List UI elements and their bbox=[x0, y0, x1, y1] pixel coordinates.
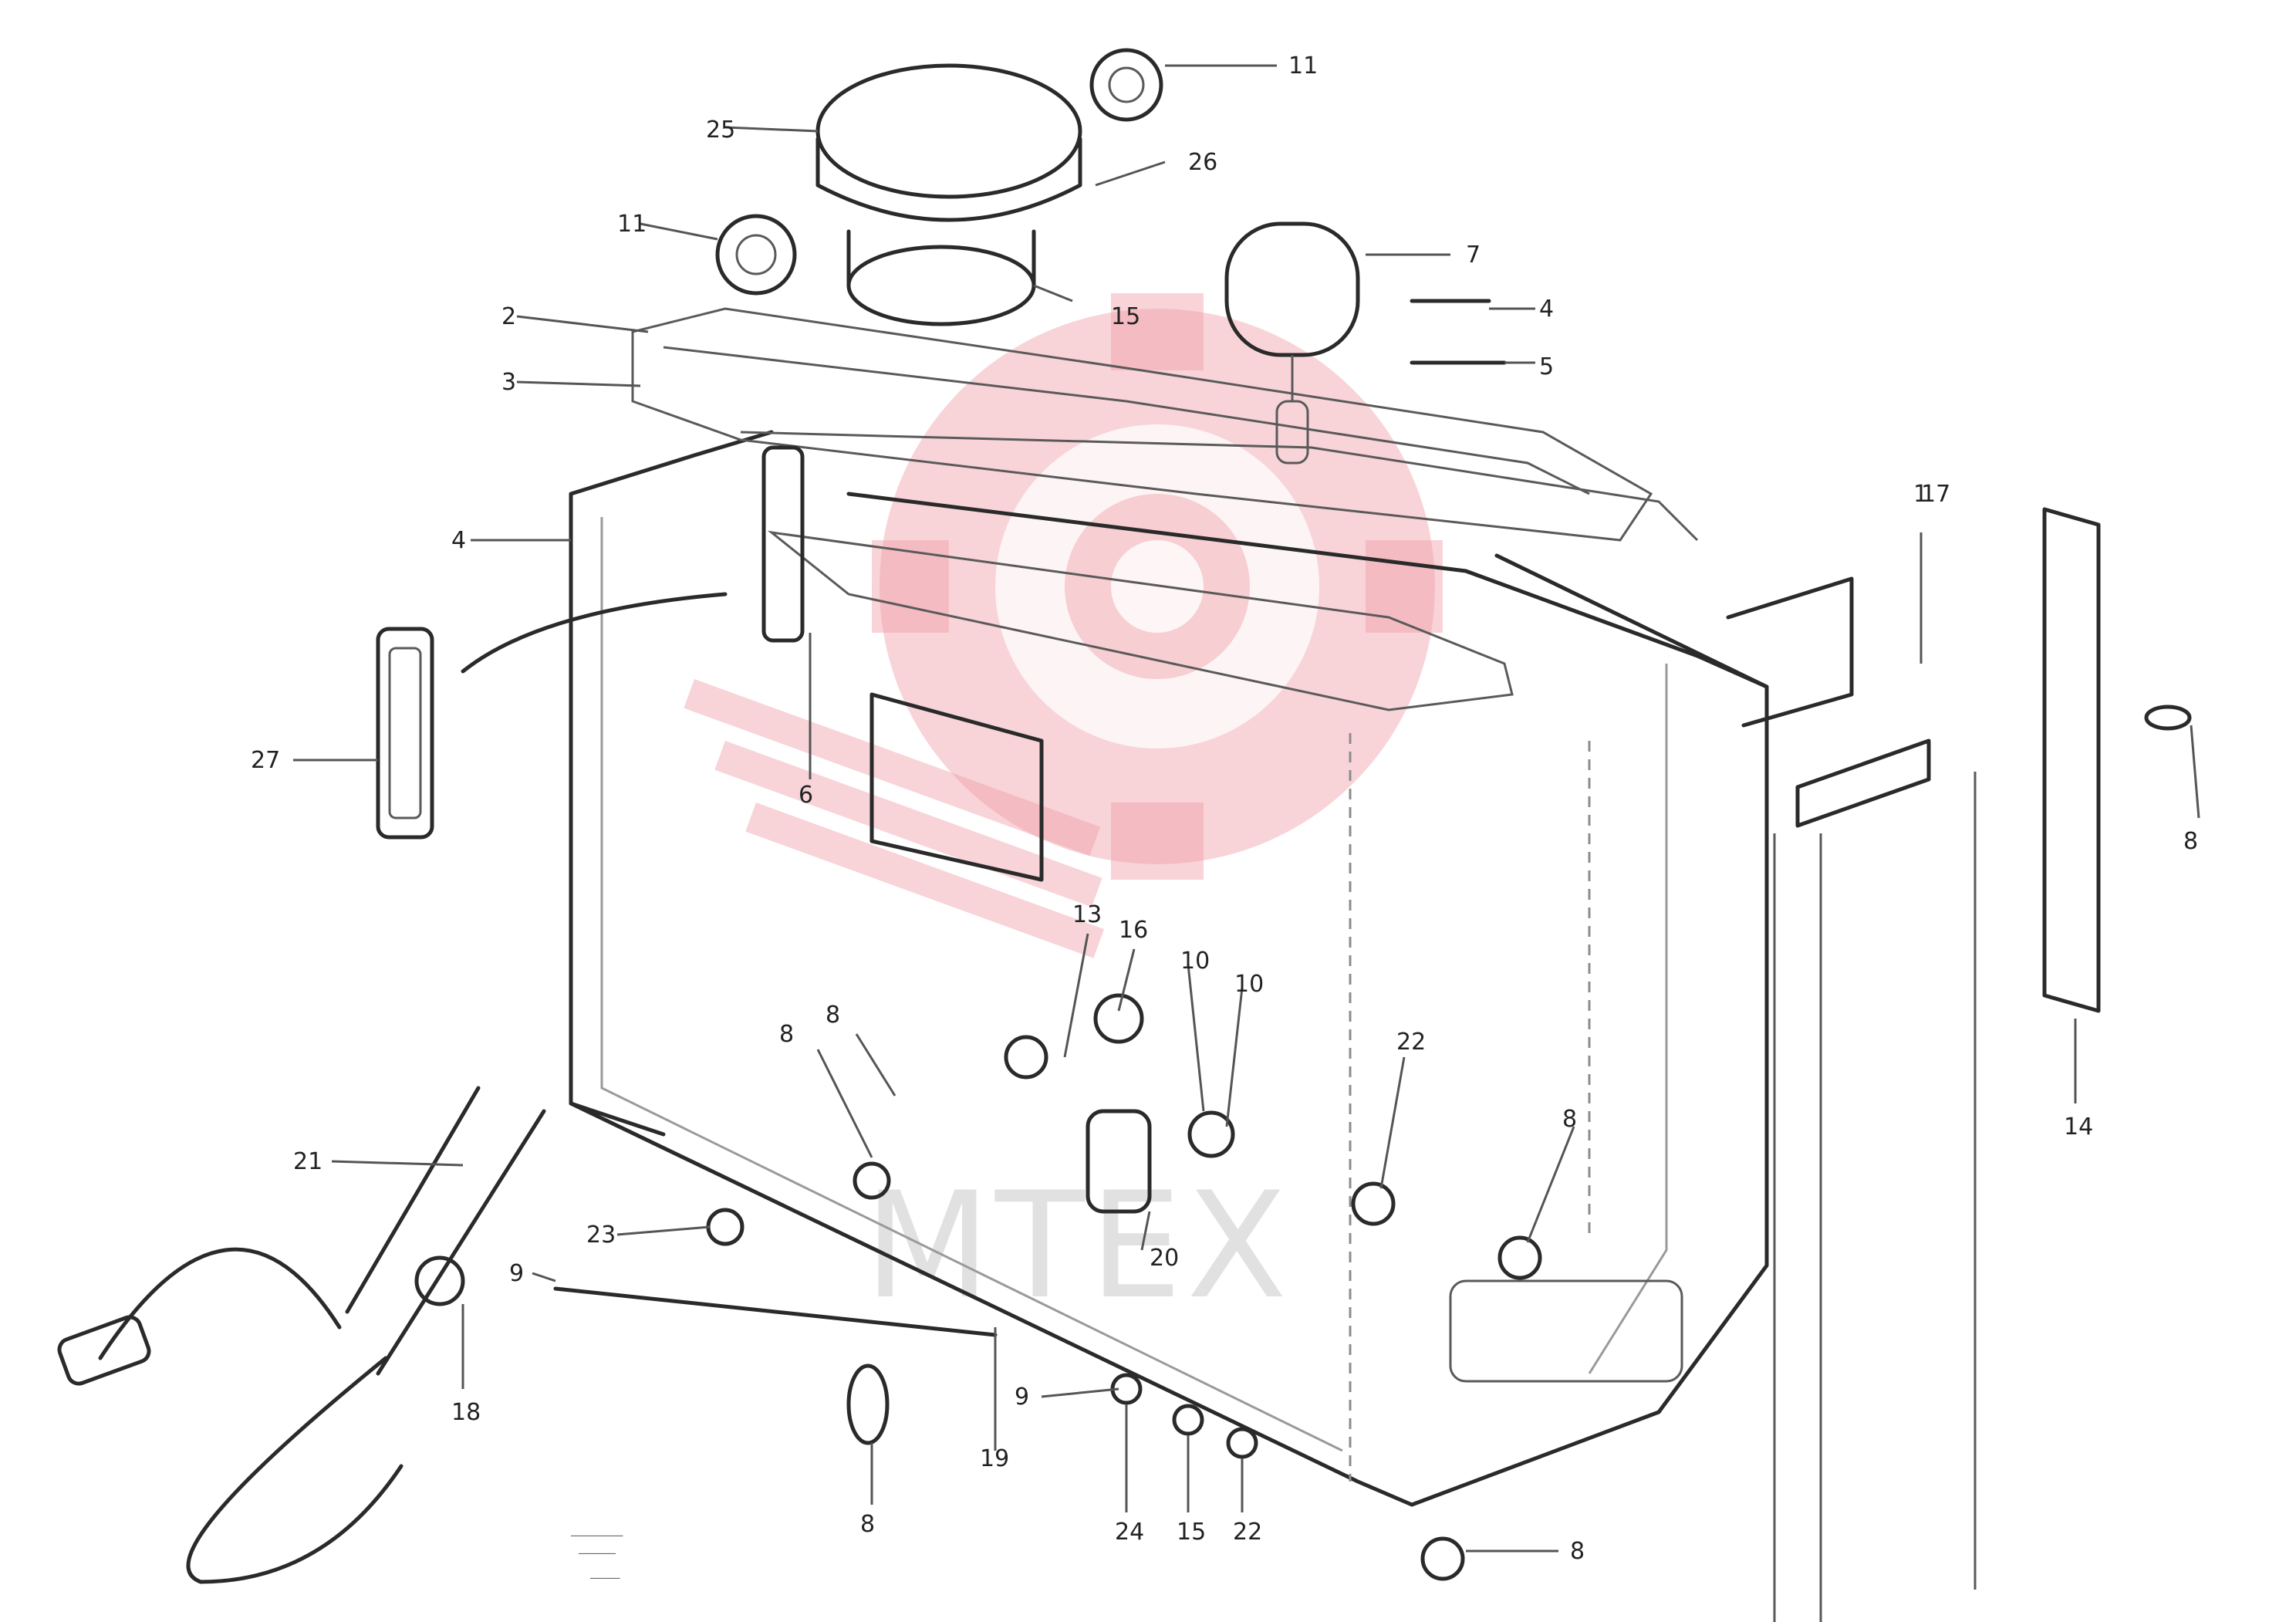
side-mount-bracket bbox=[1726, 576, 1977, 1622]
callout-number: 4 bbox=[451, 527, 466, 554]
callout-number: 9 bbox=[509, 1260, 524, 1287]
callout-number: 8 bbox=[860, 1511, 875, 1538]
mounting-strap bbox=[2042, 507, 2101, 1013]
filter-cartridge bbox=[1224, 221, 1360, 465]
callout-number: 25 bbox=[706, 117, 735, 144]
filter-head bbox=[815, 63, 1082, 326]
callout-number: 16 bbox=[1119, 917, 1148, 944]
callout-number: 8 bbox=[826, 1002, 840, 1029]
callout-number: 18 bbox=[451, 1399, 481, 1426]
callout-number: 21 bbox=[293, 1148, 322, 1175]
callout-number: 7 bbox=[1466, 242, 1481, 269]
watermark-text: МТЕХ bbox=[864, 1161, 1292, 1331]
callout-number: 24 bbox=[1115, 1519, 1144, 1546]
callout-number: 9 bbox=[1015, 1384, 1029, 1411]
callout-number: 17 bbox=[1921, 481, 1950, 508]
callout-number: 5 bbox=[1539, 353, 1554, 380]
callout-number: 8 bbox=[1570, 1538, 1585, 1565]
drawing-reference-line-3: ———— bbox=[590, 1570, 620, 1585]
tank-cover-plate bbox=[631, 307, 1653, 542]
callout-number: 15 bbox=[1111, 303, 1140, 330]
callout-number: 26 bbox=[1188, 149, 1217, 176]
drawing-reference-line-1: ——————— bbox=[571, 1528, 623, 1543]
heater-probe-and-cable bbox=[57, 1086, 998, 1584]
callout-number: 8 bbox=[1562, 1106, 1577, 1133]
callout-number: 6 bbox=[799, 782, 813, 809]
callout-number: 1 bbox=[1913, 481, 1928, 508]
drain-fittings bbox=[706, 993, 1683, 1581]
drawing-reference-line-2: ————— bbox=[579, 1546, 616, 1560]
drawing-reference: ——————— ————— ———— bbox=[571, 1528, 623, 1585]
tank-body bbox=[569, 430, 1769, 1507]
callout-number: 11 bbox=[1288, 52, 1318, 79]
callout-number: 11 bbox=[617, 211, 647, 238]
callout-number: 20 bbox=[1150, 1245, 1179, 1272]
callout-number: 27 bbox=[251, 747, 280, 774]
callout-number: 10 bbox=[1234, 971, 1264, 998]
sight-glass bbox=[376, 592, 728, 840]
callout-number: 8 bbox=[779, 1021, 794, 1048]
callout-number: 8 bbox=[2183, 828, 2198, 855]
bracket-plate bbox=[869, 692, 1044, 882]
bolt-set-top bbox=[1410, 299, 1507, 365]
callout-number: 4 bbox=[1539, 296, 1554, 323]
callout-number: 23 bbox=[586, 1222, 616, 1249]
callout-number: 19 bbox=[980, 1445, 1009, 1472]
callout-number: 22 bbox=[1396, 1029, 1426, 1056]
leader-lines bbox=[293, 64, 2200, 1553]
callout-number: 15 bbox=[1177, 1519, 1206, 1546]
callout-number: 14 bbox=[2064, 1113, 2093, 1140]
clip bbox=[2144, 705, 2192, 731]
callout-number: 3 bbox=[501, 369, 516, 396]
callout-number: 10 bbox=[1180, 948, 1210, 975]
level-tube bbox=[761, 445, 805, 643]
callout-number: 2 bbox=[501, 303, 516, 330]
callout-number: 13 bbox=[1072, 901, 1102, 928]
callout-number: 22 bbox=[1233, 1519, 1262, 1546]
filler-caps bbox=[715, 48, 1163, 296]
